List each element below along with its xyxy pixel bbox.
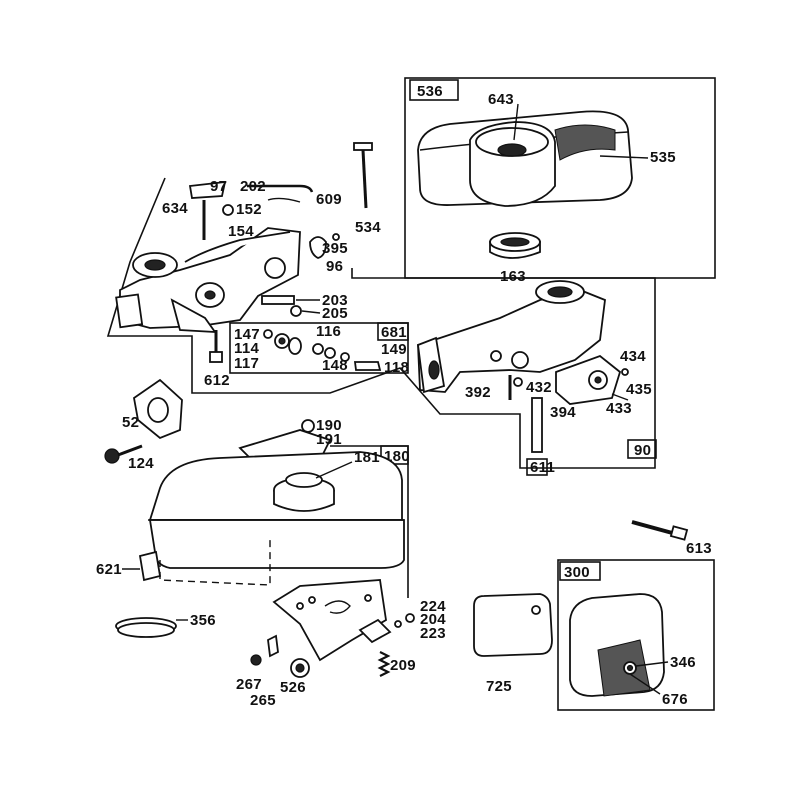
label-432: 432 [526,379,552,396]
label-611: 611 [530,459,555,476]
label-267: 267 [236,676,262,693]
label-114: 114 [234,340,259,357]
label-203: 203 [322,292,348,309]
label-97: 97 [210,178,227,195]
label-392: 392 [465,384,491,401]
label-643: 643 [488,91,514,108]
label-223: 223 [420,625,446,642]
label-149: 149 [381,341,407,358]
label-154: 154 [228,223,254,240]
label-209: 209 [390,657,416,674]
gasket-group: 52 124 [104,378,183,472]
label-435: 435 [626,381,652,398]
label-265: 265 [250,692,276,709]
label-300: 300 [564,564,590,581]
label-148: 148 [322,357,348,374]
label-536: 536 [417,83,443,100]
label-224: 224 [420,598,446,615]
label-634: 634 [162,200,188,217]
label-118: 118 [384,359,409,376]
label-609: 609 [316,191,342,208]
label-433: 433 [606,400,632,417]
label-676: 676 [662,691,688,708]
label-534: 534 [355,219,381,236]
group-box-90 [627,439,657,459]
label-612: 612 [204,372,230,389]
cover-center [497,143,527,157]
carburetor-body-right [417,289,606,393]
label-434: 434 [620,348,646,365]
label-96: 96 [326,258,343,275]
label-681: 681 [381,324,407,341]
label-117: 117 [234,355,259,372]
label-191: 191 [316,431,342,448]
label-152: 152 [236,201,262,218]
air-filter-element [554,124,616,161]
carburetor-outline [106,177,656,469]
air-cleaner-group: 536 643 535 163 [404,77,716,285]
muffler-frame [557,559,715,711]
label-147: 147 [234,326,260,343]
group-box-300 [559,561,601,581]
screw-124 [104,448,120,464]
label-190: 190 [316,417,342,434]
label-52: 52 [122,414,139,431]
muffler-group: 300 346 676 [557,559,715,711]
group-box-681-frame [229,322,409,374]
group-box-536 [409,79,459,101]
label-204: 204 [420,611,446,628]
label-725: 725 [486,678,512,695]
label-526: 526 [280,679,306,696]
gasket-725: 725 [473,593,553,695]
label-394: 394 [550,404,576,421]
label-621: 621 [96,561,122,578]
screw-534: 534 [353,142,381,236]
label-181: 181 [354,449,380,466]
label-356: 356 [190,612,216,629]
label-395: 395 [322,240,348,257]
label-205: 205 [322,305,348,322]
label-90: 90 [634,442,651,459]
fuel-tank-group: 180 190 191 181 621 356 224 [96,417,446,709]
screw-613: 613 [631,520,712,557]
label-346: 346 [670,654,696,671]
label-163: 163 [500,268,526,285]
label-535: 535 [650,149,676,166]
carburetor-body [119,227,301,329]
label-613: 613 [686,540,712,557]
label-202: 202 [240,178,266,195]
carburetor-group: 90 97 202 634 152 609 154 395 96 203 [106,177,657,476]
label-124: 124 [128,455,154,472]
control-bracket [272,579,387,662]
label-116: 116 [316,323,341,340]
